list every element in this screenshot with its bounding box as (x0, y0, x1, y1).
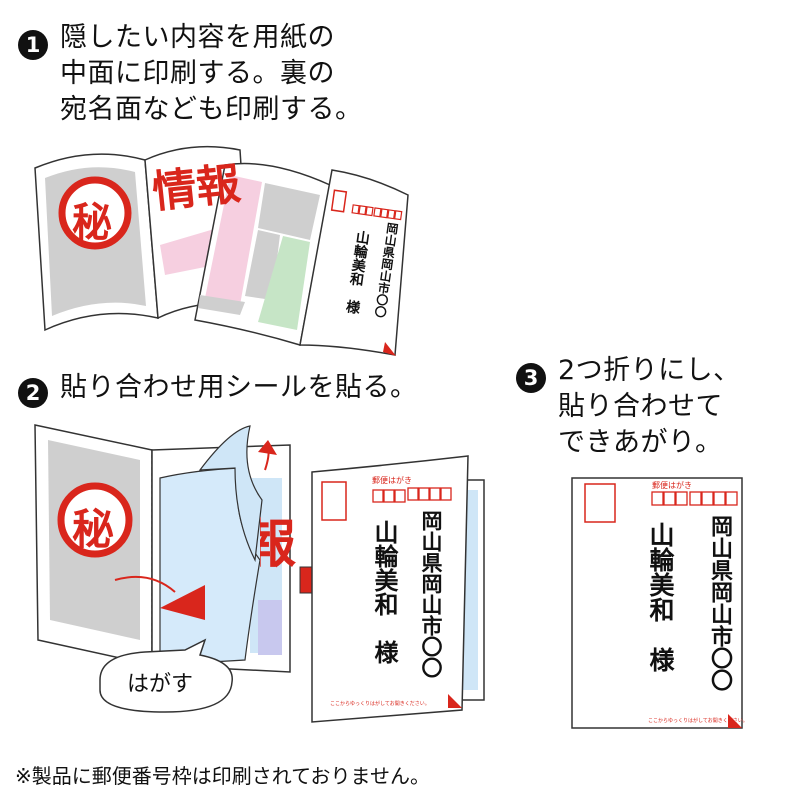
front-page-gray-bottom (198, 295, 245, 315)
step-2-postcard-note: ここからゆっくりはがしてお開きください。 (330, 701, 430, 707)
step-3-address: 岡山県岡山市〇〇 (707, 515, 732, 691)
step-1-line-1: 隠したい内容を用紙の (60, 22, 335, 53)
step-3-instructions: 2つ折りにし、 貼り合わせて できあがり。 (558, 353, 741, 461)
step-1-number-badge: 1 (18, 30, 48, 60)
step-2-info-fragment: 報 (244, 515, 297, 575)
step-3-card (571, 477, 743, 729)
step-3-stamp-box (584, 483, 616, 523)
step-1-secret-circle (58, 176, 132, 250)
step-3-line-2: 貼り合わせて (558, 391, 723, 422)
step-3-line-1: 2つ折りにし、 (558, 355, 741, 386)
step-2-address-card (311, 455, 485, 723)
step-2-up-arrowhead (258, 440, 277, 455)
step-3-number-badge: 3 (516, 363, 546, 393)
step-3-postal-code-boxes (651, 491, 738, 506)
step-2-card-front (311, 455, 469, 723)
step-2-secret-mark: 秘 (72, 505, 115, 554)
step-1-instructions: 隠したい内容を用紙の 中面に印刷する。裏の 宛名面なども印刷する。 (60, 20, 363, 128)
step-2-arrowhead (160, 585, 205, 620)
front-page-pink (205, 175, 262, 305)
step-3-peel-corner (728, 714, 742, 728)
step-1-line-3: 宛名面なども印刷する。 (60, 94, 363, 125)
step-3-postcard-header: 郵便はがき (652, 481, 692, 490)
peel-speech-bubble (99, 638, 233, 713)
step-2-address: 岡山県岡山市〇〇 (419, 510, 443, 678)
step-2-stamp-box (321, 481, 347, 521)
step-2-purple-strip (258, 600, 282, 655)
step-2-pointer-arrow (114, 575, 176, 593)
step-2-secret-circle (57, 482, 133, 558)
step-1-stamp-box (330, 189, 348, 213)
step-1-open-sheet (34, 145, 409, 356)
step-1-line-2: 中面に印刷する。裏の (60, 58, 335, 89)
step-3-line-3: できあがり。 (558, 427, 723, 458)
footnote: ※製品に郵便番号枠は印刷されておりません。 (15, 764, 430, 788)
step-2-postal-code-boxes (372, 487, 452, 503)
step-3-postcard-note: ここからゆっくりはがしてお開きください。 (648, 718, 748, 724)
seal-sticker-peeled-flap (198, 425, 263, 563)
step-1-secret-mark: 秘 (72, 200, 112, 246)
step-1-info-text: 情報 (150, 158, 243, 219)
step-1-postal-code-boxes (351, 204, 403, 221)
peel-label: はがす (127, 672, 194, 697)
step-3-recipient: 山輪美和 様 (646, 522, 675, 672)
front-page-gray-top (258, 183, 320, 240)
step-2-instructions: 貼り合わせ用シールを貼る。 (60, 370, 418, 406)
step-2-line-1: 貼り合わせ用シールを貼る。 (60, 372, 418, 403)
step-2-recipient: 山輪美和 様 (370, 520, 398, 664)
step-3-finished-card (571, 477, 743, 729)
step-2-left-sheet (34, 424, 291, 713)
step-1-peel-corner (383, 342, 396, 356)
front-page-green (258, 236, 310, 330)
step-2-number-badge: 2 (18, 378, 48, 408)
step-2-peel-corner (448, 694, 462, 708)
step-2-postcard-header: 郵便はがき (372, 476, 412, 485)
